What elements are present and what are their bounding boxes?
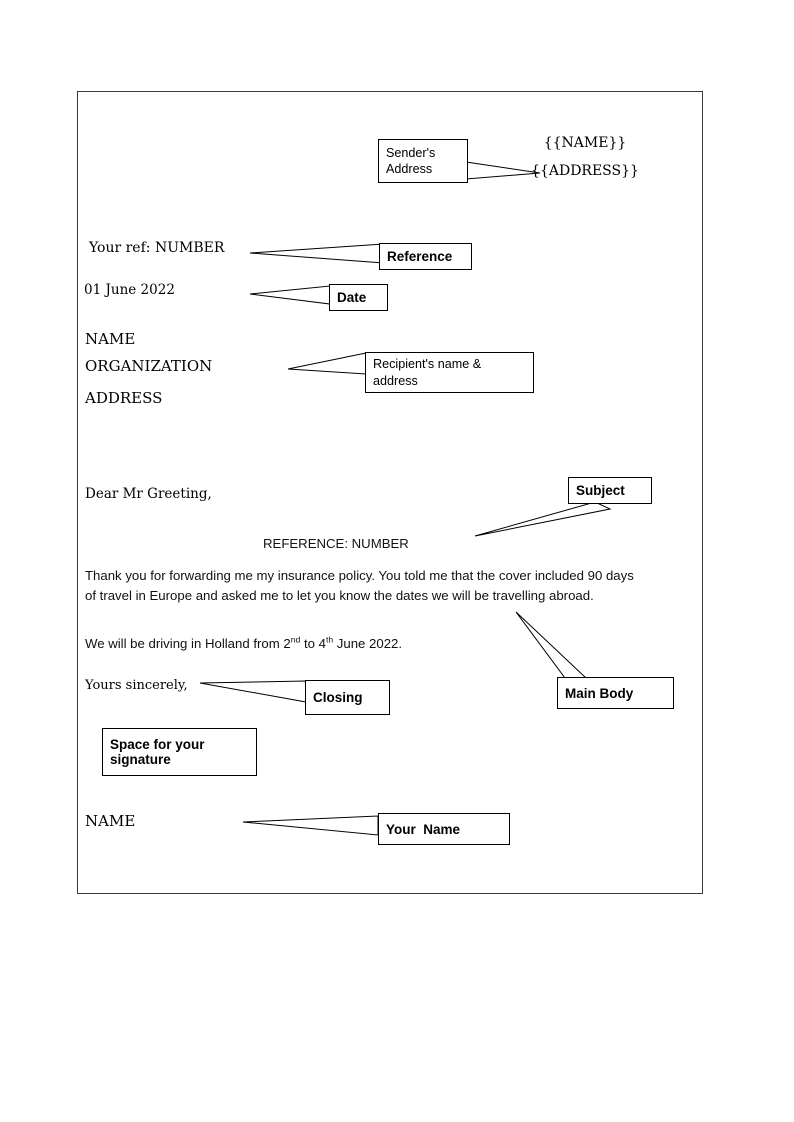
sender-name-placeholder: {{NAME}} <box>543 135 627 151</box>
signature-name-line: NAME <box>85 812 136 830</box>
body-paragraph-2-pre: We will be driving in Holland from 2 <box>85 636 291 651</box>
subject-pointer <box>474 501 612 537</box>
subject-reference-line: REFERENCE: NUMBER <box>263 536 409 551</box>
callout-your-name-label: Your Name <box>386 821 461 837</box>
reference-pointer <box>249 243 384 264</box>
body-paragraph-1: Thank you for forwarding me my insurance… <box>85 568 634 603</box>
callout-reference-label: Reference <box>387 249 453 264</box>
callout-recipient[interactable]: Recipient's name & address <box>365 352 534 393</box>
callout-main-body-label: Main Body <box>565 685 634 701</box>
callout-reference[interactable]: Reference <box>379 243 472 270</box>
closing-pointer <box>199 680 307 703</box>
body-paragraph-2-mid: to 4 <box>300 636 326 651</box>
callout-your-name[interactable]: Your Name <box>378 813 510 845</box>
callout-closing-label: Closing <box>313 690 363 705</box>
body-paragraph-2: We will be driving in Holland from 2nd t… <box>85 634 645 654</box>
date-pointer <box>249 285 331 305</box>
callout-subject-label: Subject <box>576 483 625 498</box>
recipient-organization-line: ORGANIZATION <box>85 357 213 375</box>
recipient-address-line: ADDRESS <box>85 389 163 407</box>
ordinal-suffix-th: th <box>325 634 334 645</box>
recipient-name-line: NAME <box>85 330 136 348</box>
your-ref-line: Your ref: NUMBER <box>89 240 225 256</box>
closing-line: Yours sincerely, <box>85 678 188 693</box>
sender-address-pointer <box>465 161 541 180</box>
callout-signature-space-label: Space for your signature <box>110 737 205 767</box>
salutation-line: Dear Mr Greeting, <box>85 486 212 502</box>
body-paragraph-2-post: June 2022. <box>333 636 403 651</box>
your-name-pointer <box>242 815 379 836</box>
callout-closing[interactable]: Closing <box>305 680 390 715</box>
ordinal-suffix-nd: nd <box>290 634 301 645</box>
callout-subject[interactable]: Subject <box>568 477 652 504</box>
main-body-pointer <box>515 611 588 679</box>
callout-date-label: Date <box>337 290 367 305</box>
callout-signature-space[interactable]: Space for your signature <box>102 728 257 776</box>
date-line: 01 June 2022 <box>84 282 175 298</box>
callout-recipient-label: Recipient's name & address <box>373 357 482 388</box>
callout-sender-address-label: Sender's Address <box>386 145 436 177</box>
callout-sender-address[interactable]: Sender's Address <box>378 139 468 183</box>
callout-main-body[interactable]: Main Body <box>557 677 674 709</box>
callout-date[interactable]: Date <box>329 284 388 311</box>
sender-address-placeholder: {{ADDRESS}} <box>531 163 639 179</box>
